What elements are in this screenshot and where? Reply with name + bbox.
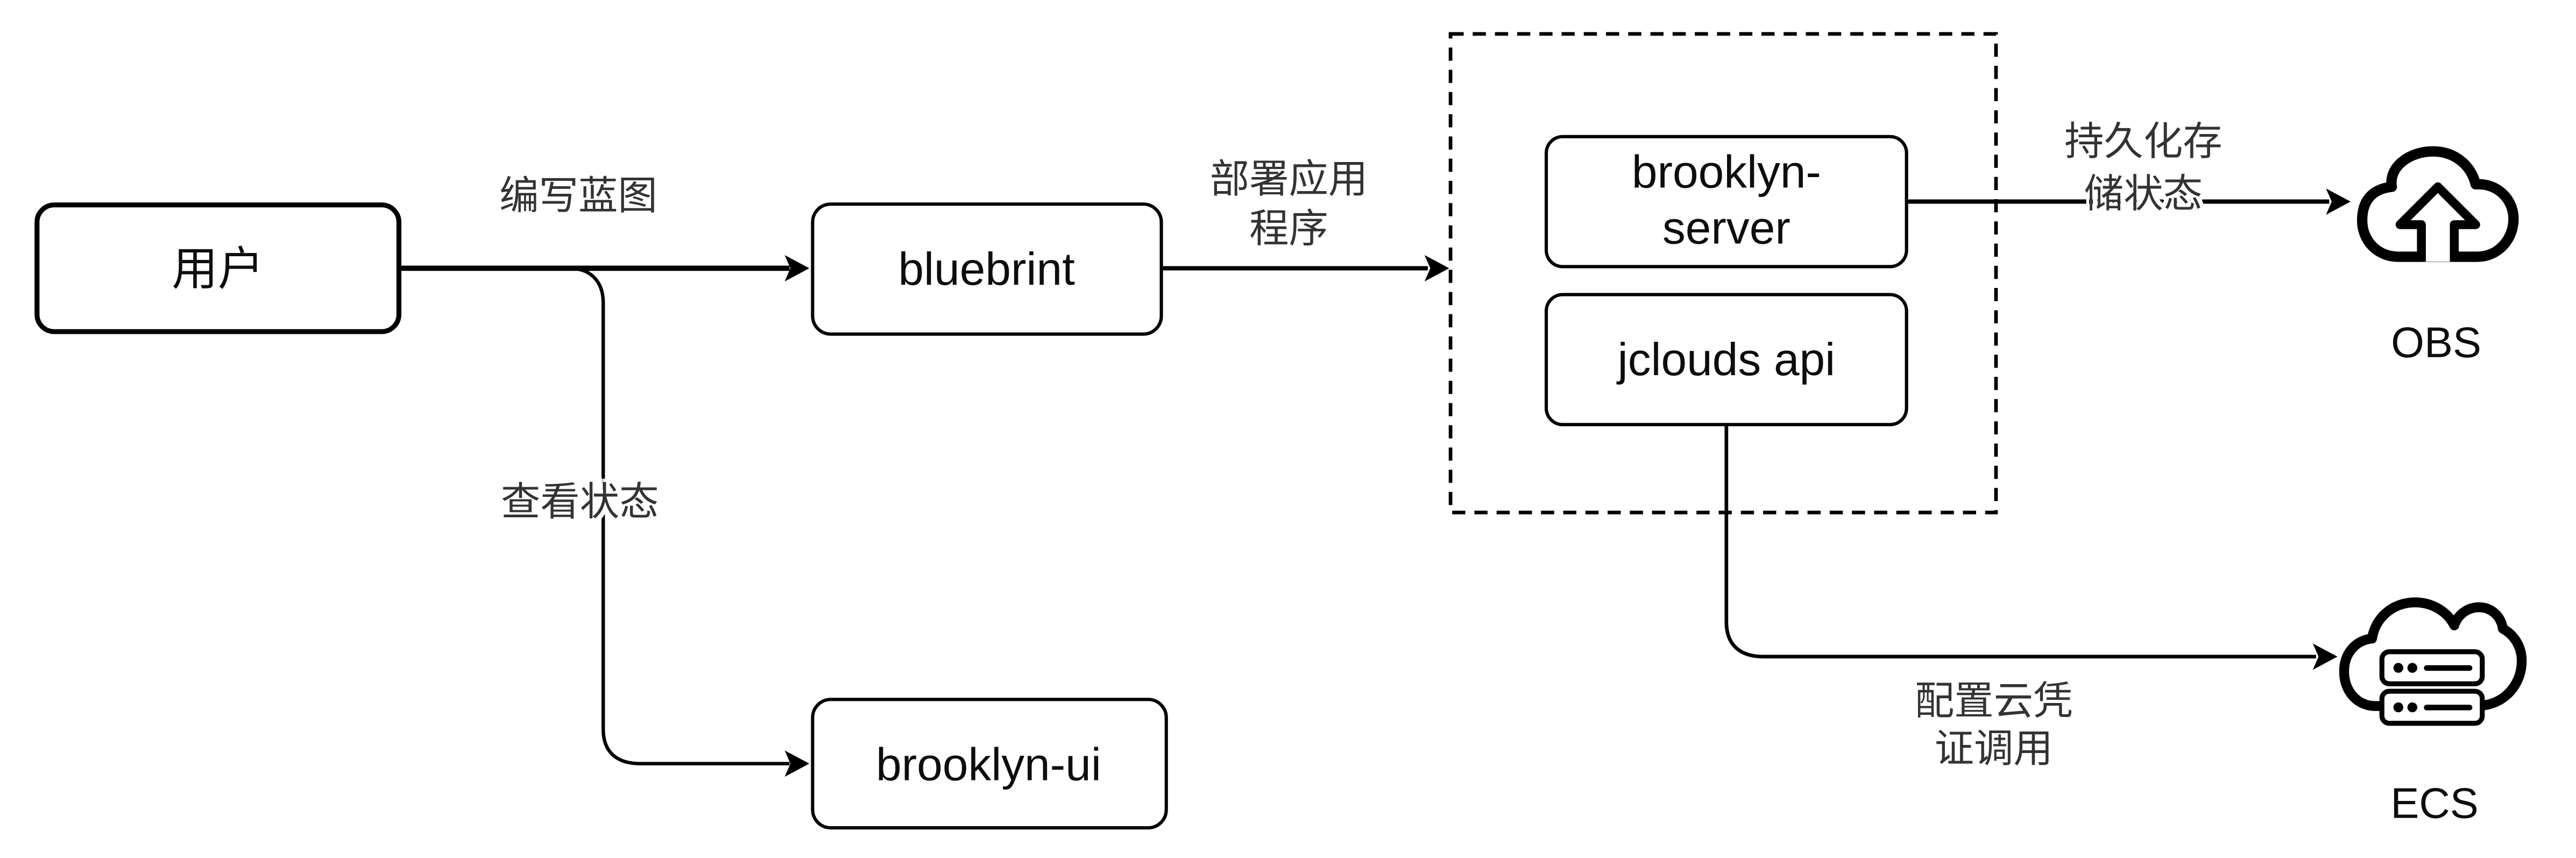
- node-brooklyn-server: brooklyn-server: [1544, 135, 1909, 268]
- obs-caption: OBS: [2391, 318, 2482, 367]
- node-blueprint: bluebrint: [810, 202, 1163, 336]
- dashed-group-box: [1448, 32, 1998, 515]
- edge-label-deploy-app: 部署应用 程序: [1209, 158, 1368, 252]
- arrowhead-server-group: [1424, 255, 1449, 282]
- ecs-cloud-servers-icon: [2339, 597, 2527, 726]
- obs-cloud-upload-icon: [2356, 146, 2519, 262]
- server-rack-top: [2379, 649, 2485, 686]
- edge-label-persist-state: 持久化存 储状态: [2064, 120, 2223, 217]
- node-jclouds-api: jclouds api: [1544, 292, 1909, 426]
- arrowhead-ecs: [2312, 643, 2338, 670]
- edge-label-write-blueprint: 编写蓝图: [499, 174, 657, 219]
- edge-user-to-brooklyn-ui: [569, 266, 790, 765]
- node-user: 用户: [33, 202, 402, 334]
- edge-jclouds-to-ecs: [1724, 426, 2316, 659]
- ecs-caption: ECS: [2390, 778, 2479, 828]
- server-rack-bottom: [2379, 688, 2485, 726]
- arrowhead-obs: [2326, 188, 2351, 215]
- node-brooklyn-ui: brooklyn-ui: [810, 698, 1167, 829]
- edge-label-view-status: 查看状态: [501, 480, 659, 525]
- edge-label-cloud-credentials: 配置云凭 证调用: [1914, 679, 2073, 772]
- arrowhead-brooklyn-ui: [784, 750, 810, 777]
- arrowhead-blueprint: [784, 255, 810, 282]
